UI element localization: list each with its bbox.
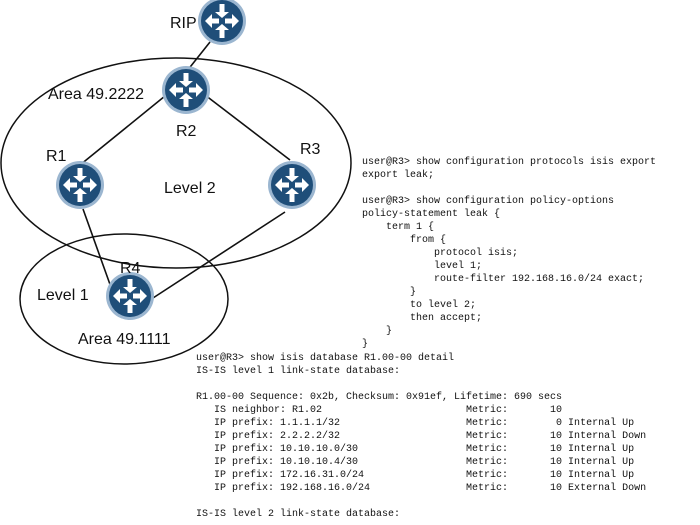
database-line: IP prefix: 10.10.10.4/30 Metric: 10 Inte… [196,457,635,468]
config-line: to level 2; [362,300,477,311]
config-output: user@R3> show configuration protocols is… [362,156,656,351]
config-line: export leak; [362,170,435,181]
database-line [196,495,646,508]
router-rip-icon [198,0,246,45]
config-line: then accept; [362,313,483,324]
router-r4-label: R4 [120,260,141,277]
area-level1-boundary [19,233,229,365]
config-line: from { [362,235,447,246]
link-r2-r1 [79,95,166,166]
upper-area-label: Area 49.2222 [48,86,144,103]
config-line: protocol isis; [362,248,519,259]
router-r4-icon [106,272,154,320]
router-rip-label: RIP [170,15,197,32]
config-line: user@R3> show configuration policy-optio… [362,196,615,207]
database-line: IP prefix: 1.1.1.1/32 Metric: 0 Internal… [196,418,635,429]
link-r3-r4 [152,211,286,299]
router-r2-icon [162,66,210,114]
config-line: user@R3> show configuration protocols is… [362,157,657,168]
link-r2-r3 [204,94,291,161]
config-line: } [362,287,417,298]
upper-level-label: Level 2 [164,180,216,197]
lower-level-label: Level 1 [37,287,89,304]
link-r1-r4 [82,208,113,291]
database-line: IS-IS level 2 link-state database: [196,509,401,520]
database-line: IS-IS level 1 link-state database: [196,366,401,377]
config-line: term 1 { [362,222,435,233]
config-line: level 1; [362,261,483,272]
router-r3-label: R3 [300,141,321,158]
router-r1-label: R1 [46,148,67,165]
database-line: IP prefix: 172.16.31.0/24 Metric: 10 Int… [196,470,635,481]
router-r3-icon [268,161,316,209]
config-line [362,182,656,195]
database-line: IP prefix: 10.10.10.0/30 Metric: 10 Inte… [196,444,635,455]
database-output: user@R3> show isis database R1.00-00 det… [196,352,646,521]
database-line: IP prefix: 192.168.16.0/24 Metric: 10 Ex… [196,483,647,494]
database-line: IS neighbor: R1.02 Metric: 10 [196,405,563,416]
config-line: } [362,339,369,350]
config-line: route-filter 192.168.16.0/24 exact; [362,274,645,285]
database-line [196,378,646,391]
area-level2-boundary [0,57,352,269]
lower-area-label: Area 49.1111 [78,331,171,348]
router-r2-label: R2 [176,123,197,140]
database-line: IP prefix: 2.2.2.2/32 Metric: 10 Interna… [196,431,647,442]
database-line: user@R3> show isis database R1.00-00 det… [196,353,455,364]
database-line: R1.00-00 Sequence: 0x2b, Checksum: 0x91e… [196,392,563,403]
config-line: policy-statement leak { [362,209,501,220]
router-r1-icon [56,161,104,209]
config-line: } [362,326,393,337]
